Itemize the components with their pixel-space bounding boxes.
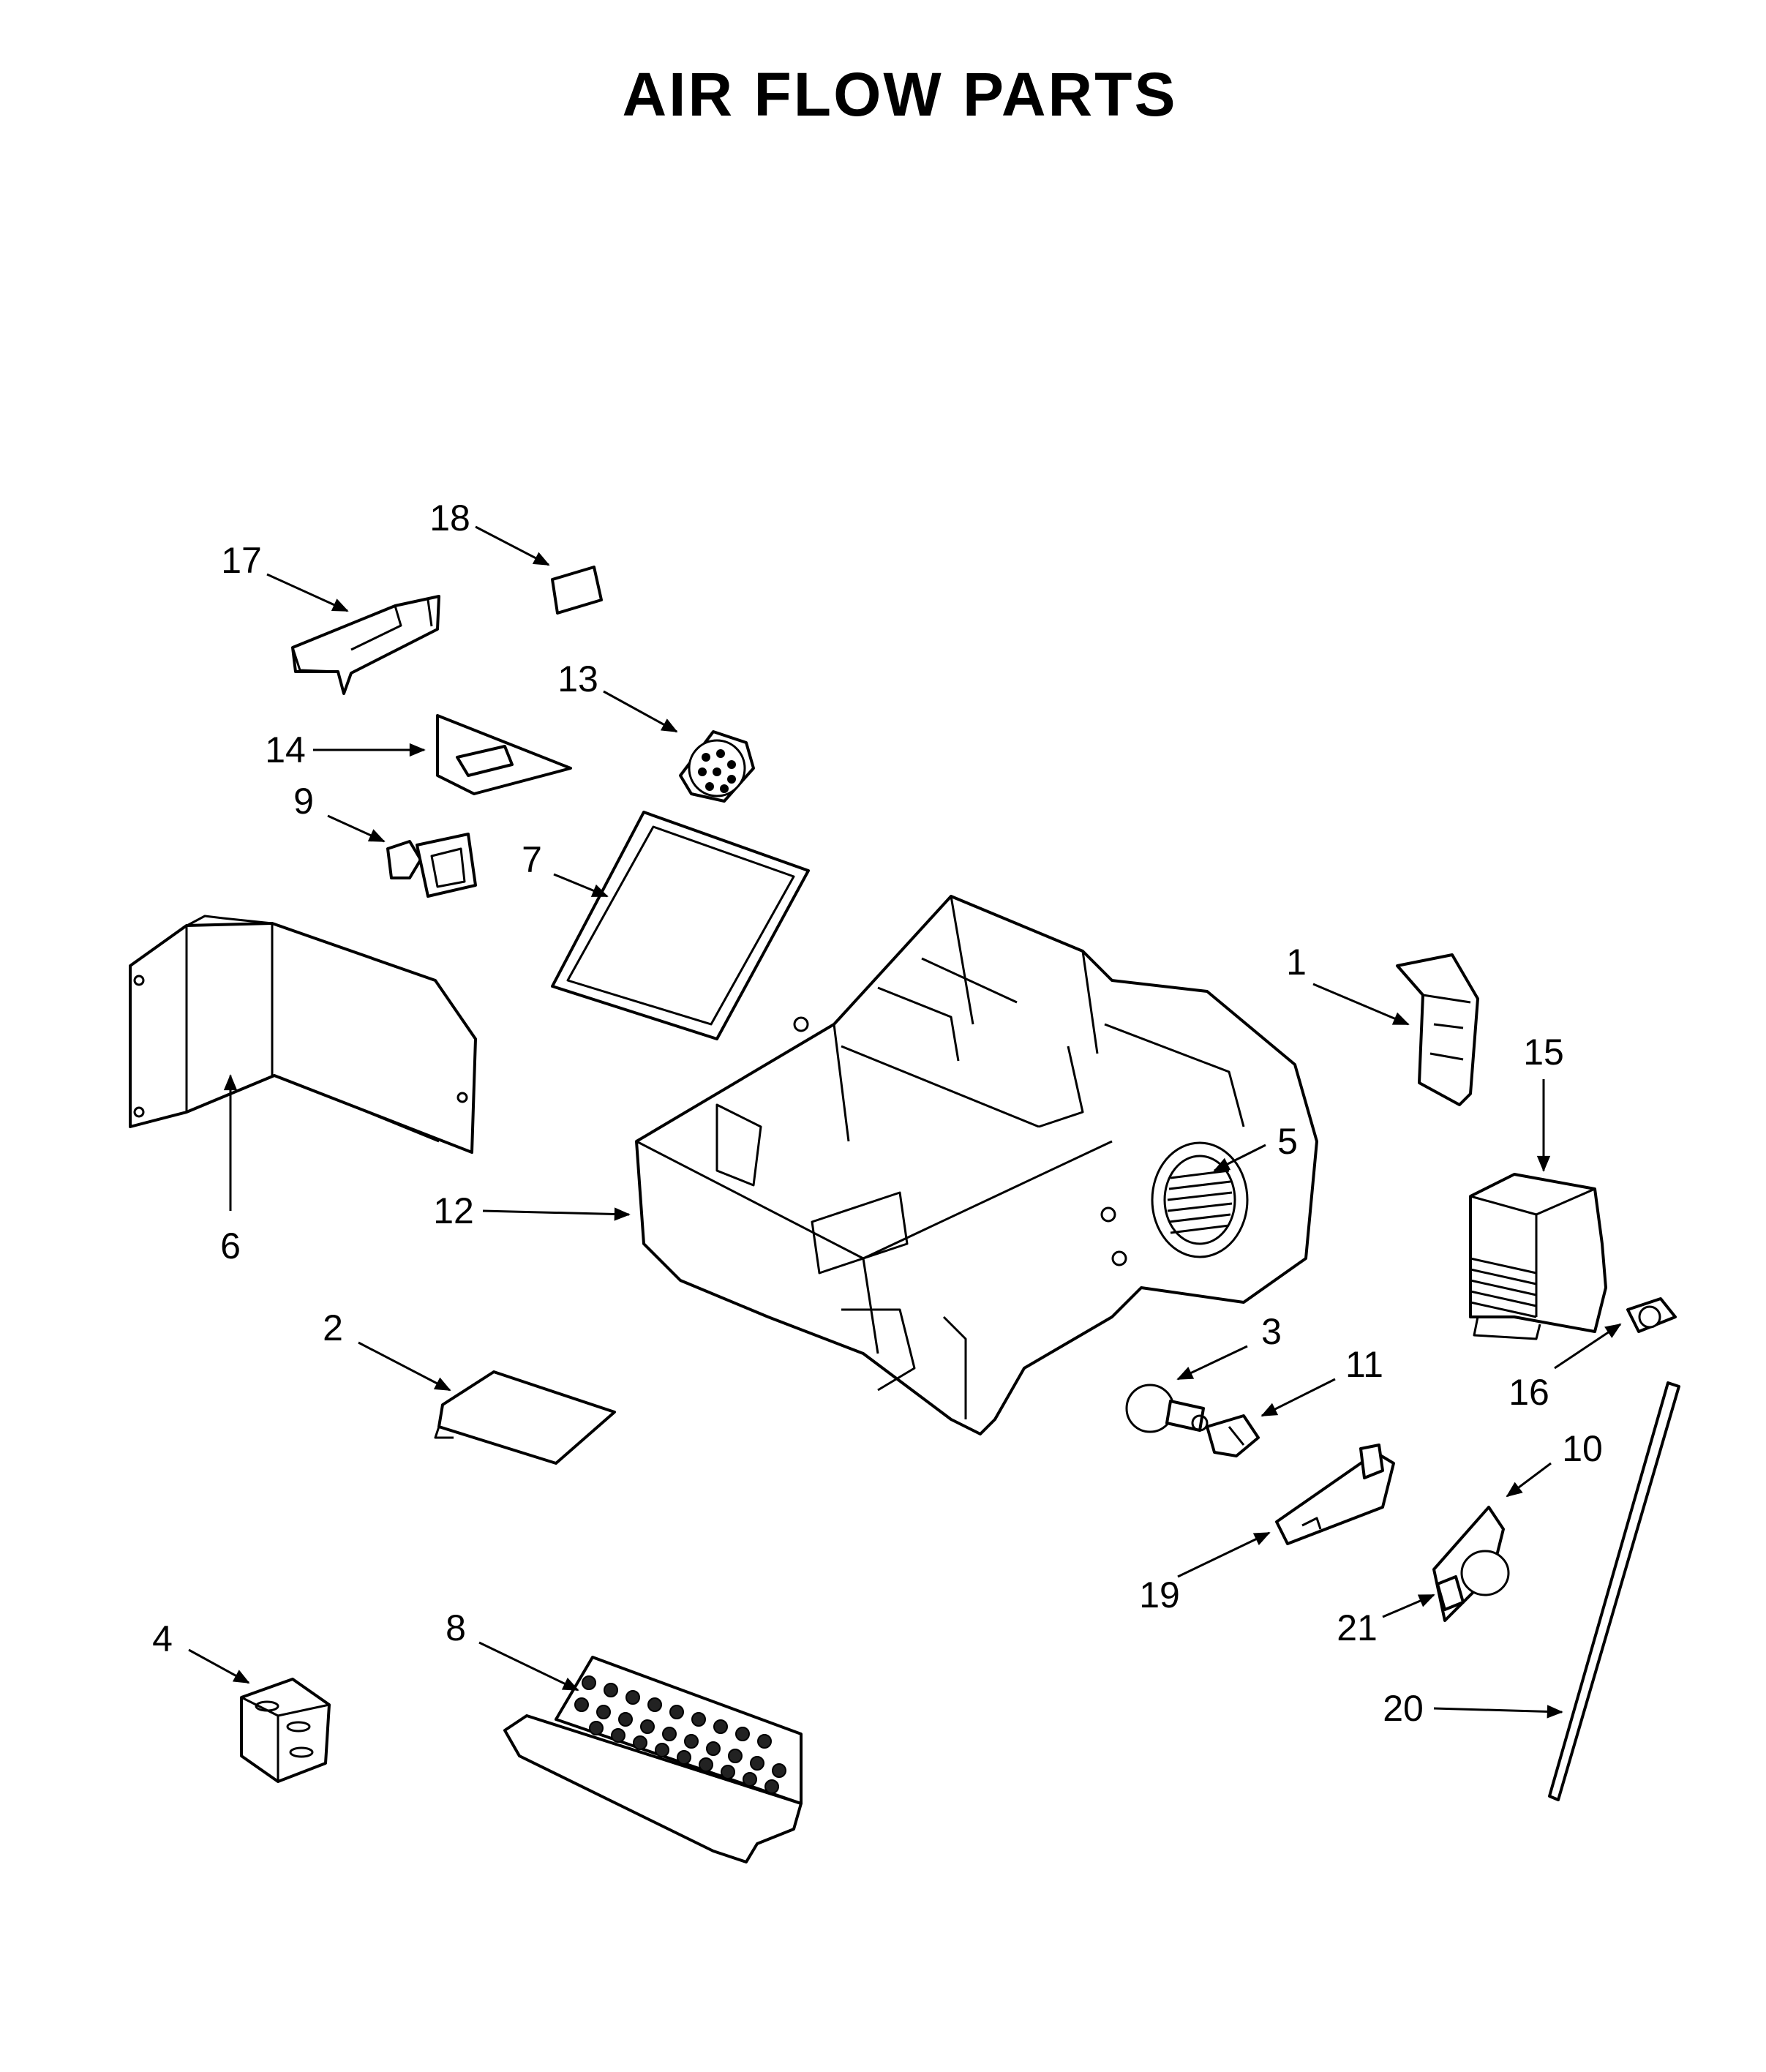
part-9-switch [386,833,477,898]
callout-6: 6 [220,1225,241,1266]
callout-17: 17 [221,540,262,581]
callout-4: 4 [152,1618,173,1659]
part-3-light-bulb [1125,1384,1209,1433]
callout-12: 12 [433,1190,474,1231]
callout-15: 15 [1523,1032,1564,1073]
leader-16 [1554,1323,1622,1370]
leader-2 [358,1341,451,1392]
callout-19: 19 [1139,1574,1180,1615]
leader-4 [188,1648,250,1684]
part-6-duct-shield [129,915,477,1154]
part-12-base-housing [635,895,1318,1435]
leader-lines [188,525,1622,1719]
callout-labels: 1 2 3 4 5 6 7 8 9 10 11 12 13 14 15 16 1… [152,498,1603,1729]
callout-21: 21 [1337,1607,1378,1648]
leader-1 [1312,983,1410,1026]
part-5-blower-wheel [1151,1141,1249,1258]
part-21-motor [1436,1550,1510,1611]
part-14-plate [436,714,572,795]
leader-7 [553,873,609,898]
part-15-transformer [1469,1173,1607,1340]
part-1-bracket [1396,953,1479,1106]
part-2-plate [434,1370,616,1465]
callout-5: 5 [1277,1121,1298,1162]
part-16-thermostat [1626,1297,1677,1333]
page-title: AIR FLOW PARTS [622,60,1177,129]
callout-1: 1 [1286,942,1307,983]
leader-12 [482,1207,631,1221]
callout-13: 13 [557,658,598,699]
leader-20 [1433,1705,1563,1719]
callout-20: 20 [1383,1688,1424,1729]
callout-16: 16 [1508,1372,1549,1413]
callout-3: 3 [1261,1311,1282,1352]
callout-9: 9 [293,781,314,822]
leader-8 [478,1641,579,1692]
callout-14: 14 [265,729,306,770]
leader-17 [266,573,349,612]
part-20-rod [1548,1381,1680,1801]
leader-18 [475,525,550,566]
callout-7: 7 [522,839,542,880]
leader-10 [1506,1462,1552,1498]
leader-19 [1177,1531,1271,1578]
part-4-bracket [240,1678,331,1783]
part-17-cover [291,595,440,695]
callout-11: 11 [1345,1344,1383,1385]
leader-11 [1260,1378,1336,1417]
leader-13 [603,690,678,733]
leader-5 [1213,1144,1266,1172]
callout-2: 2 [323,1307,343,1348]
callout-8: 8 [446,1607,466,1648]
leader-21 [1382,1594,1435,1618]
part-19-control-board [1275,1444,1395,1545]
callout-18: 18 [429,498,470,538]
callout-10: 10 [1562,1428,1603,1469]
part-18-pad [551,566,603,615]
leader-3 [1176,1345,1248,1381]
leader-9 [327,814,386,843]
part-8-vent-grille [503,1656,803,1863]
part-13-fan-grille [679,730,755,803]
part-7-filter-frame [551,811,810,1040]
part-11-socket [1206,1414,1260,1457]
